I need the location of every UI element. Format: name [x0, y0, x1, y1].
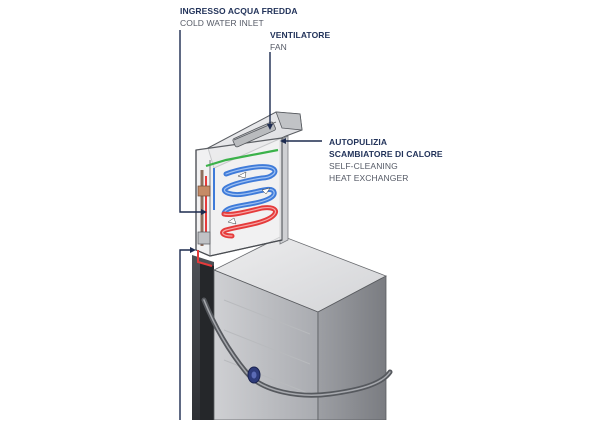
label-exchanger: AUTOPULIZIA SCAMBIATORE DI CALORE SELF-C… — [329, 136, 443, 184]
flow-arrow-icon — [227, 171, 271, 225]
base-left-shadow — [200, 262, 214, 420]
pipe-green — [205, 148, 279, 168]
heat-recovery-unit — [195, 111, 303, 267]
label-exchanger-it-1: AUTOPULIZIA — [329, 137, 388, 147]
machine-base — [192, 235, 393, 421]
label-exchanger-en-2: HEAT EXCHANGER — [329, 173, 409, 183]
leader-lines — [179, 30, 322, 420]
label-cold-water-it: INGRESSO ACQUA FREDDA — [180, 6, 298, 16]
label-cold-water: INGRESSO ACQUA FREDDA COLD WATER INLET — [180, 5, 298, 29]
label-exchanger-en-1: SELF-CLEANING — [329, 161, 398, 171]
heat-exchanger-coil — [220, 164, 278, 239]
leader-cold-water — [179, 30, 205, 213]
label-exchanger-it-2: SCAMBIATORE DI CALORE — [329, 149, 443, 159]
leader-drain — [179, 249, 194, 420]
label-fan: VENTILATORE FAN — [270, 29, 330, 53]
label-cold-water-en: COLD WATER INLET — [180, 18, 264, 28]
label-fan-it: VENTILATORE — [270, 30, 331, 40]
label-fan-en: FAN — [270, 42, 287, 52]
knob-icon — [247, 366, 261, 384]
riser-pipes — [197, 168, 215, 267]
